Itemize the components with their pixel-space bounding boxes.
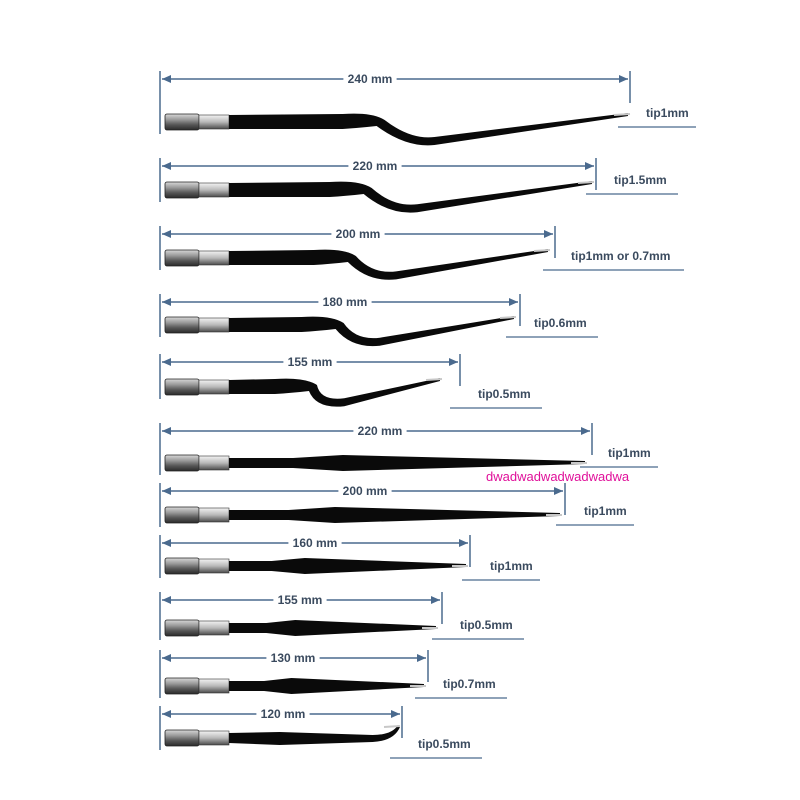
- metal-collar: [198, 182, 230, 198]
- connector-plug: [164, 619, 200, 637]
- instrument-row: 200 mm tip1mm: [159, 483, 634, 527]
- length-label: 220 mm: [358, 424, 403, 438]
- instrument-row: 155 mm tip0.5mm: [159, 592, 524, 640]
- instrument-row: 240 mm tip1mm: [159, 71, 696, 146]
- connector-plug: [164, 677, 200, 695]
- length-label: 200 mm: [343, 484, 388, 498]
- instrument-row: 220 mm tip1.5mm: [159, 158, 678, 213]
- tip-size-label: tip0.6mm: [534, 316, 587, 330]
- instrument-row: 220 mm tip1mm: [159, 423, 658, 475]
- watermark-text: dwadwadwadwadwadwa: [486, 469, 630, 484]
- forceps-body: [229, 507, 560, 523]
- forceps-tip: [499, 316, 517, 319]
- forceps-tip: [383, 725, 401, 728]
- tip-size-label: tip1.5mm: [614, 173, 667, 187]
- metal-collar: [198, 317, 230, 333]
- tip-size-label: tip1mm: [608, 446, 651, 460]
- forceps-tip: [577, 181, 595, 184]
- connector-plug: [164, 316, 200, 334]
- forceps-body: [229, 678, 424, 694]
- instrument-row: 130 mm tip0.7mm: [159, 650, 507, 699]
- forceps-body: [229, 455, 585, 471]
- length-label: 220 mm: [353, 159, 398, 173]
- tip-size-label: tip1mm: [490, 559, 533, 573]
- metal-collar: [198, 114, 230, 130]
- metal-collar: [198, 507, 230, 523]
- forceps-tip: [425, 378, 443, 381]
- forceps-body: [229, 113, 628, 146]
- connector-plug: [164, 729, 200, 747]
- length-label: 160 mm: [293, 536, 338, 550]
- metal-collar: [198, 250, 230, 266]
- length-label: 130 mm: [271, 651, 316, 665]
- metal-collar: [198, 455, 230, 471]
- connector-plug: [164, 557, 200, 575]
- tip-size-label: tip1mm or 0.7mm: [571, 249, 670, 263]
- tip-size-label: tip1mm: [646, 106, 689, 120]
- length-label: 240 mm: [348, 72, 393, 86]
- tip-size-label: tip0.5mm: [418, 737, 471, 751]
- forceps-tip: [533, 249, 551, 252]
- metal-collar: [198, 620, 230, 636]
- instrument-row: 120 mm tip0.5mm: [159, 706, 482, 759]
- length-label: 155 mm: [278, 593, 323, 607]
- forceps-body: [229, 378, 440, 407]
- connector-plug: [164, 378, 200, 396]
- connector-plug: [164, 113, 200, 131]
- instrument-row: 180 mm tip0.6mm: [159, 294, 598, 347]
- connector-plug: [164, 181, 200, 199]
- forceps-body: [229, 316, 514, 347]
- instrument-row: 160 mm tip1mm: [159, 535, 540, 581]
- instrument-row: 200 mm tip1mm or 0.7mm: [159, 226, 684, 280]
- tip-size-label: tip1mm: [584, 504, 627, 518]
- forceps-body: [229, 558, 466, 574]
- tip-size-label: tip0.7mm: [443, 677, 496, 691]
- connector-plug: [164, 506, 200, 524]
- length-label: 180 mm: [323, 295, 368, 309]
- length-label: 120 mm: [261, 707, 306, 721]
- metal-collar: [198, 558, 230, 574]
- forceps-body: [229, 249, 548, 280]
- length-label: 155 mm: [288, 355, 333, 369]
- forceps-body: [229, 181, 592, 213]
- instrument-row: 155 mm tip0.5mm: [159, 354, 542, 409]
- connector-plug: [164, 249, 200, 267]
- metal-collar: [198, 379, 230, 395]
- tip-size-label: tip0.5mm: [478, 387, 531, 401]
- metal-collar: [198, 730, 230, 746]
- forceps-body: [229, 725, 400, 745]
- tip-size-label: tip0.5mm: [460, 618, 513, 632]
- forceps-body: [229, 620, 436, 636]
- forceps-tip: [613, 113, 631, 116]
- metal-collar: [198, 678, 230, 694]
- length-label: 200 mm: [336, 227, 381, 241]
- connector-plug: [164, 454, 200, 472]
